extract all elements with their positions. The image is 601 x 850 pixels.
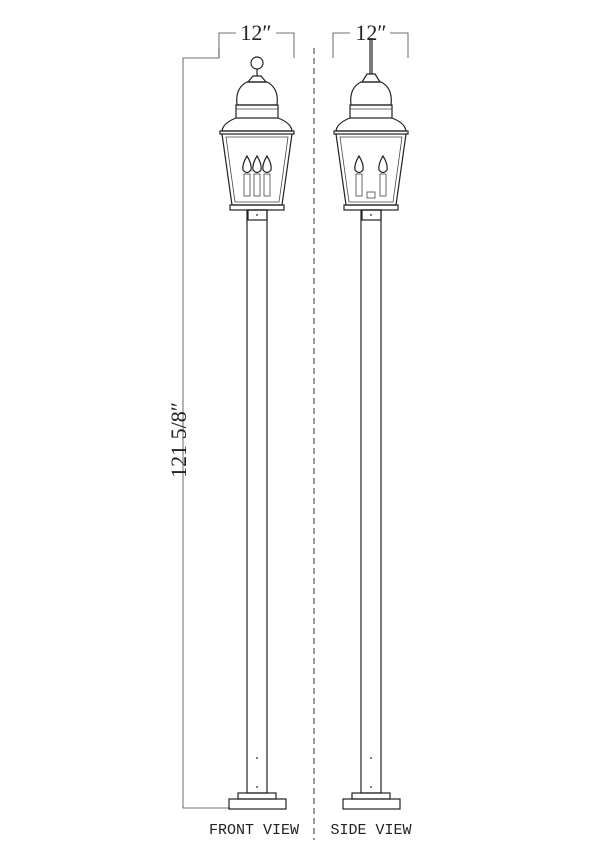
front-view-label: FRONT VIEW	[209, 822, 299, 839]
front-view-post-light	[219, 56, 295, 810]
height-dimension: 121 5/8″	[166, 48, 230, 809]
side-width-dimension: 12″	[332, 20, 409, 58]
front-width-label: 12″	[240, 20, 271, 45]
front-width-dimension: 12″	[218, 20, 295, 58]
side-width-label: 12″	[355, 20, 386, 45]
side-view-post-light	[333, 38, 409, 810]
side-view-label: SIDE VIEW	[330, 822, 411, 839]
height-dimension-label: 121 5/8″	[166, 402, 191, 478]
